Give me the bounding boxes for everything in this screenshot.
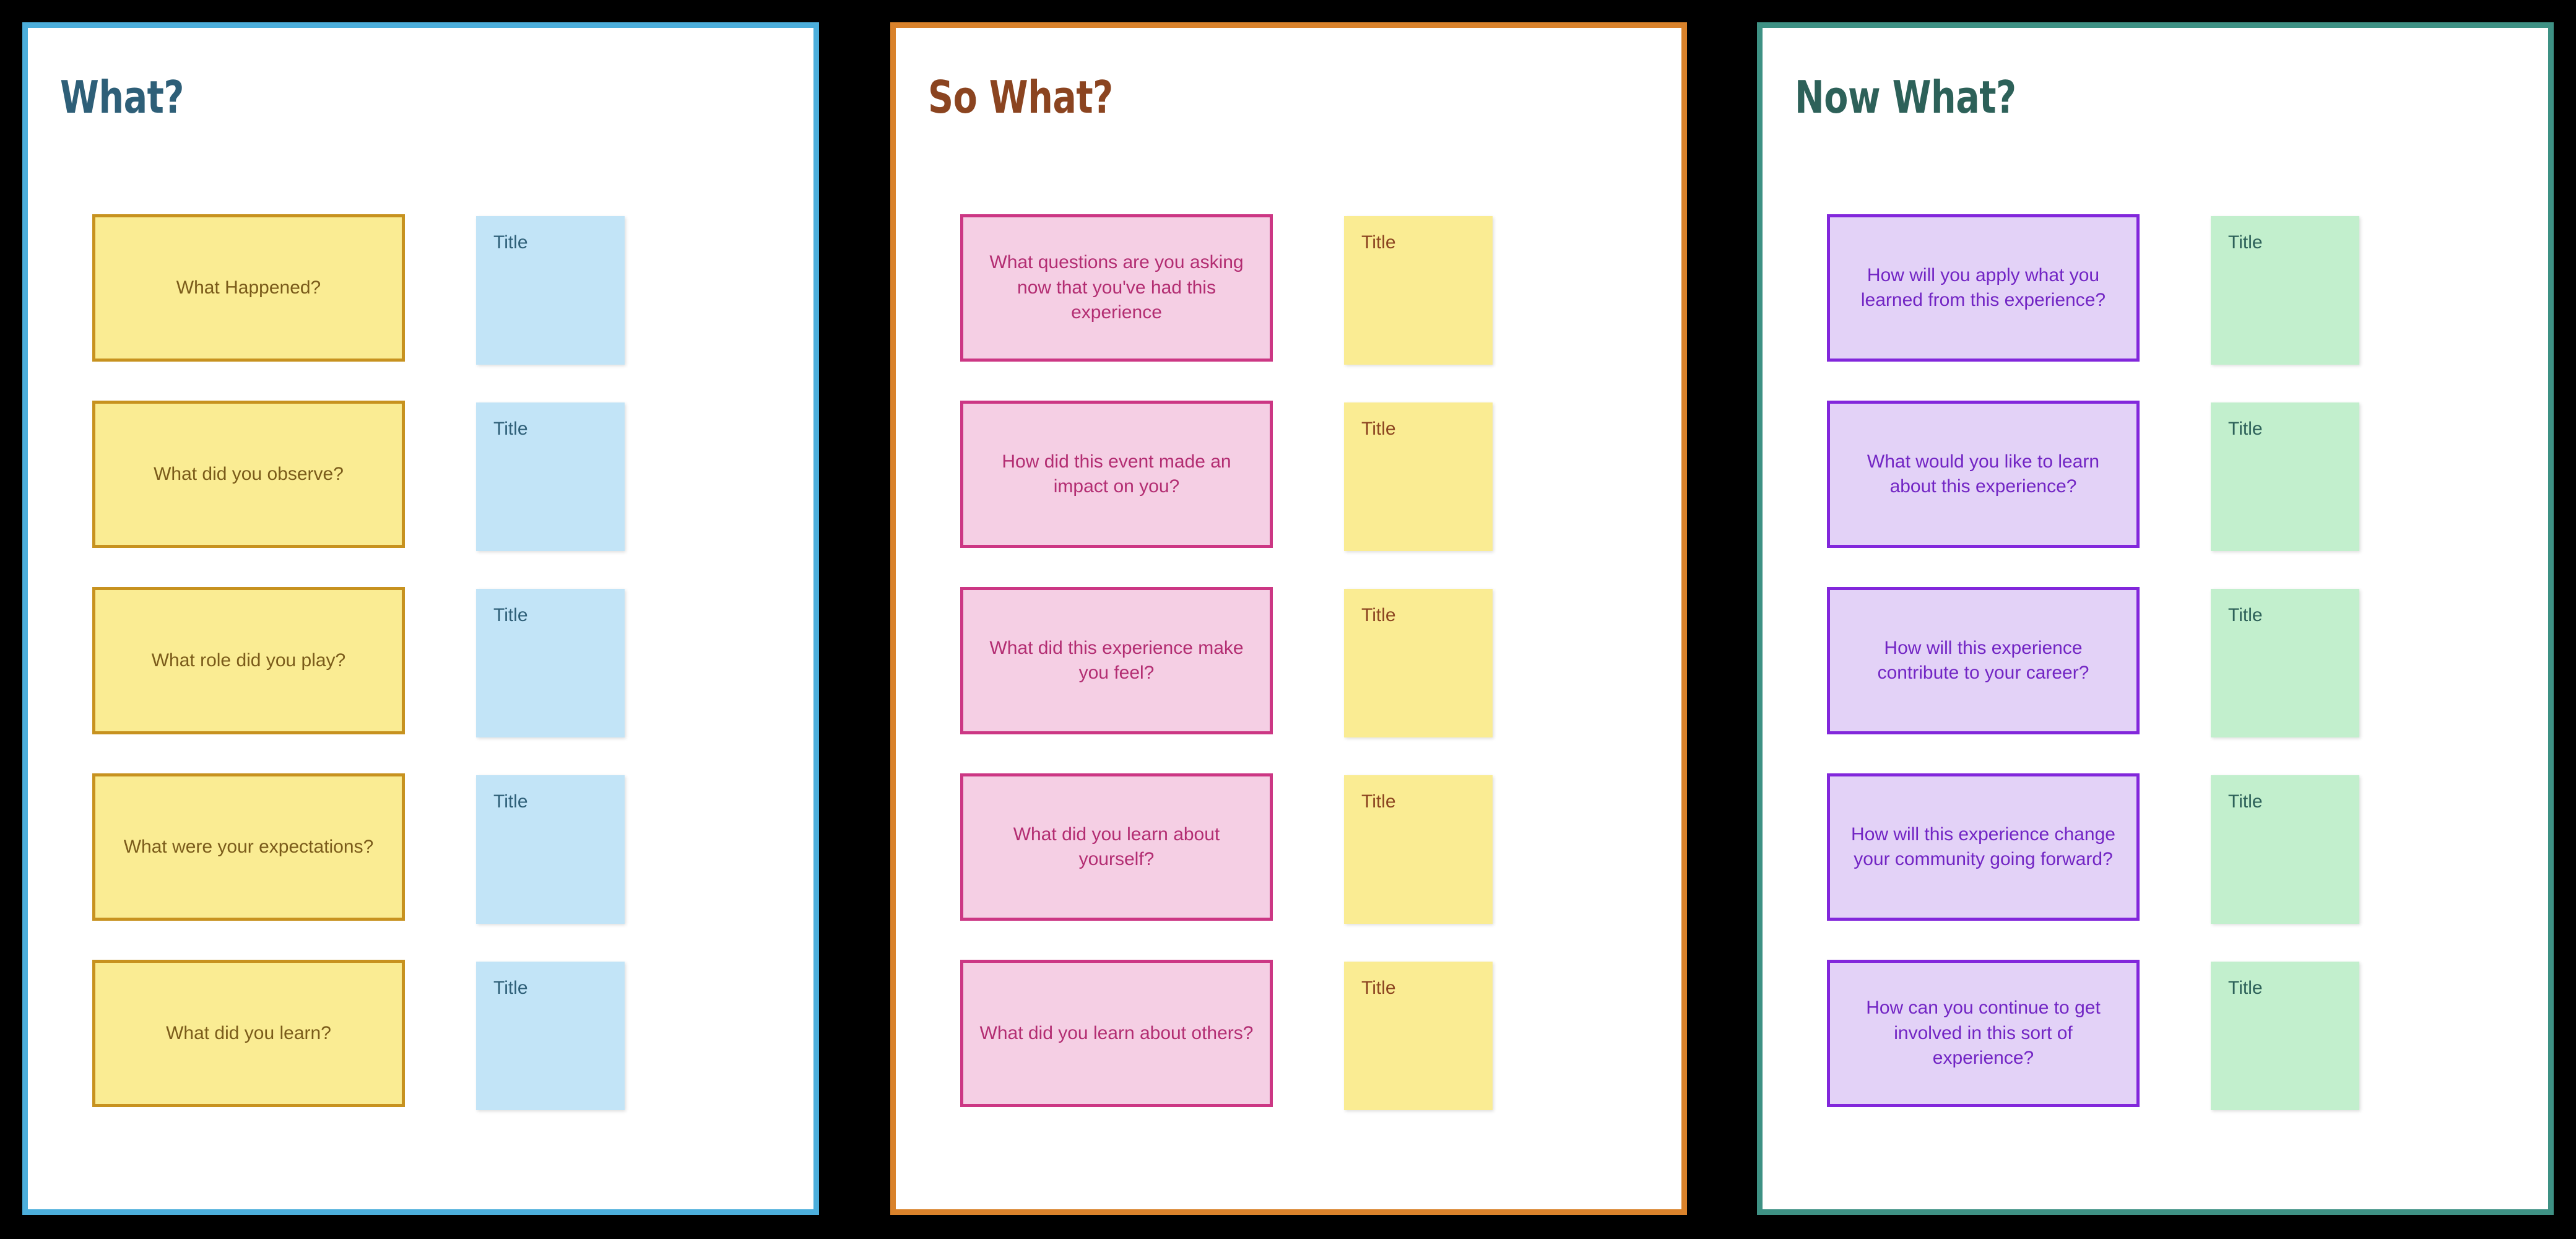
sticky-note[interactable]: Title bbox=[476, 216, 625, 365]
sticky-note-label: Title bbox=[1361, 791, 1396, 812]
prompt-card[interactable]: What role did you play? bbox=[92, 587, 405, 734]
panel-so-what: So What? What questions are you asking n… bbox=[890, 22, 1687, 1215]
sticky-note[interactable]: Title bbox=[1344, 962, 1493, 1110]
sticky-note-label: Title bbox=[493, 232, 528, 253]
prompt-card[interactable]: What did you learn? bbox=[92, 960, 405, 1107]
sticky-note-label: Title bbox=[493, 605, 528, 625]
sticky-note[interactable]: Title bbox=[2211, 589, 2359, 737]
page-title: Now What? bbox=[1795, 71, 2016, 124]
prompt-card[interactable]: What did you learn about yourself? bbox=[960, 773, 1273, 921]
prompt-card[interactable]: How will you apply what you learned from… bbox=[1827, 214, 2140, 362]
sticky-note-label: Title bbox=[1361, 605, 1396, 625]
prompt-card[interactable]: What did this experience make you feel? bbox=[960, 587, 1273, 734]
sticky-note[interactable]: Title bbox=[476, 775, 625, 924]
sticky-note-label: Title bbox=[2228, 605, 2263, 625]
sticky-note[interactable]: Title bbox=[2211, 402, 2359, 551]
sticky-note-label: Title bbox=[1361, 232, 1396, 253]
sticky-note-label: Title bbox=[1361, 978, 1396, 998]
prompt-card[interactable]: How can you continue to get involved in … bbox=[1827, 960, 2140, 1107]
sticky-note[interactable]: Title bbox=[2211, 775, 2359, 924]
prompt-card[interactable]: How will this experience change your com… bbox=[1827, 773, 2140, 921]
sticky-note-label: Title bbox=[493, 419, 528, 439]
sticky-note-label: Title bbox=[2228, 232, 2263, 253]
prompt-card[interactable]: What Happened? bbox=[92, 214, 405, 362]
prompt-card[interactable]: What did you observe? bbox=[92, 401, 405, 548]
page-title: So What? bbox=[928, 71, 1113, 124]
sticky-note-label: Title bbox=[2228, 419, 2263, 439]
prompt-card[interactable]: What would you like to learn about this … bbox=[1827, 401, 2140, 548]
sticky-note-label: Title bbox=[493, 791, 528, 812]
panel-now-what: Now What? How will you apply what you le… bbox=[1757, 22, 2554, 1215]
sticky-note[interactable]: Title bbox=[476, 402, 625, 551]
prompt-card[interactable]: How will this experience contribute to y… bbox=[1827, 587, 2140, 734]
panel-what: What? What Happened? Title What did you … bbox=[22, 22, 819, 1215]
sticky-note[interactable]: Title bbox=[476, 589, 625, 737]
sticky-note[interactable]: Title bbox=[2211, 216, 2359, 365]
sticky-note-label: Title bbox=[493, 978, 528, 998]
prompt-card[interactable]: How did this event made an impact on you… bbox=[960, 401, 1273, 548]
sticky-note-label: Title bbox=[1361, 419, 1396, 439]
prompt-card[interactable]: What were your expectations? bbox=[92, 773, 405, 921]
sticky-note[interactable]: Title bbox=[1344, 402, 1493, 551]
sticky-note[interactable]: Title bbox=[2211, 962, 2359, 1110]
page-title: What? bbox=[60, 71, 184, 124]
prompt-card[interactable]: What did you learn about others? bbox=[960, 960, 1273, 1107]
sticky-note[interactable]: Title bbox=[1344, 775, 1493, 924]
sticky-note[interactable]: Title bbox=[476, 962, 625, 1110]
sticky-note[interactable]: Title bbox=[1344, 216, 1493, 365]
sticky-note-label: Title bbox=[2228, 791, 2263, 812]
prompt-card[interactable]: What questions are you asking now that y… bbox=[960, 214, 1273, 362]
sticky-note[interactable]: Title bbox=[1344, 589, 1493, 737]
sticky-note-label: Title bbox=[2228, 978, 2263, 998]
